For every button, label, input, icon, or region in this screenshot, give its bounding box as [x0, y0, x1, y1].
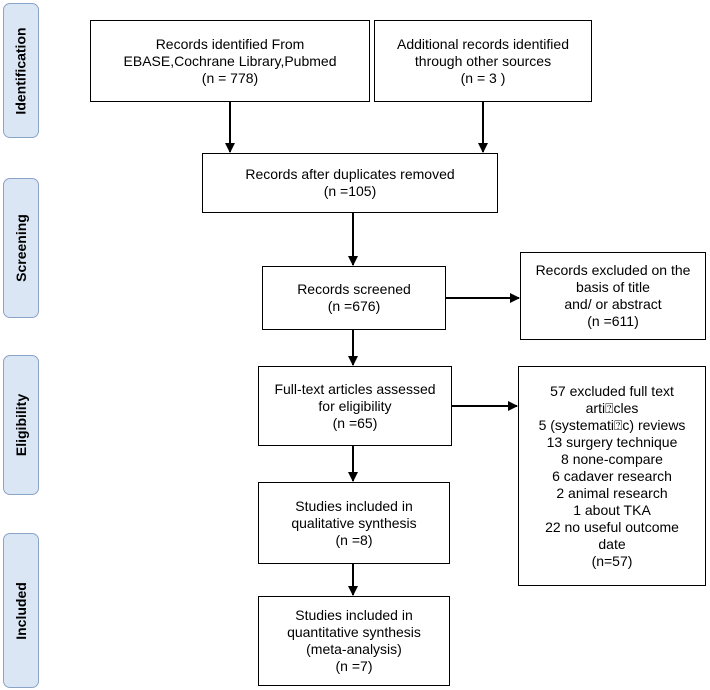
box-line: arti⍰cles: [585, 399, 639, 416]
qualitative-synthesis-box: Studies included in qualitative synthesi…: [258, 482, 450, 564]
box-line: (n =105): [323, 183, 377, 199]
box-line: qualitative synthesis: [291, 514, 417, 531]
records-excluded-title-box: Records excluded on the basis of title a…: [520, 252, 706, 340]
box-line: date: [598, 535, 626, 552]
quantitative-synthesis-box: Studies included in quantitative synthes…: [258, 596, 450, 686]
box-line: Studies included in: [295, 607, 413, 623]
box-line: Records identified From: [155, 35, 305, 52]
stage-eligibility: Eligibility: [3, 355, 39, 495]
box-line: 6 cadaver research: [552, 467, 672, 484]
box-line: (n =676): [327, 298, 381, 314]
box-line: through other sources: [414, 52, 552, 69]
box-line: (n = 778): [201, 69, 259, 86]
box-line: Studies included in: [295, 497, 413, 514]
stage-screening: Screening: [3, 178, 39, 318]
box-line: Additional records identified: [397, 35, 569, 52]
box-line: (n=57): [591, 552, 633, 569]
box-line: Records screened: [297, 281, 411, 297]
box-line: (n =7): [335, 658, 373, 674]
records-after-duplicates-box: Records after duplicates removed (n =105…: [202, 153, 498, 213]
stage-identification: Identification: [3, 3, 39, 138]
box-line: (n =8): [335, 531, 373, 548]
fulltext-assessed-box: Full-text articles assessed for eligibil…: [258, 366, 452, 446]
box-line: 13 surgery technique: [546, 433, 678, 450]
stage-included: Included: [3, 533, 39, 688]
box-line: for eligibility: [318, 397, 392, 414]
box-line: 22 no useful outcome: [545, 518, 679, 535]
box-line: Records after duplicates removed: [245, 166, 455, 182]
box-line: 5 (systemati⍰c) reviews: [538, 416, 686, 433]
records-identified-databases-box: Records identified From EBASE,Cochrane L…: [90, 20, 370, 102]
box-line: 2 animal research: [556, 484, 668, 501]
fulltext-excluded-box: 57 excluded full text arti⍰cles 5 (syste…: [518, 366, 706, 586]
box-line: EBASE,Cochrane Library,Pubmed: [123, 52, 337, 69]
box-line: and/ or abstract: [564, 296, 662, 312]
box-line: 8 none-compare: [561, 450, 663, 467]
records-identified-other-box: Additional records identified through ot…: [374, 20, 592, 102]
box-line: Records excluded on the: [535, 262, 691, 278]
box-line: quantitative synthesis: [287, 624, 421, 640]
records-screened-box: Records screened (n =676): [262, 266, 446, 330]
box-line: 1 about TKA: [573, 501, 651, 518]
box-line: basis of title: [576, 279, 650, 295]
box-line: (n = 3 ): [460, 69, 506, 86]
box-line: 57 excluded full text: [550, 382, 674, 399]
box-line: (n =611): [587, 313, 639, 329]
box-line: (meta-analysis): [306, 641, 402, 657]
box-line: Full-text articles assessed: [274, 380, 436, 397]
box-line: (n =65): [332, 414, 378, 431]
